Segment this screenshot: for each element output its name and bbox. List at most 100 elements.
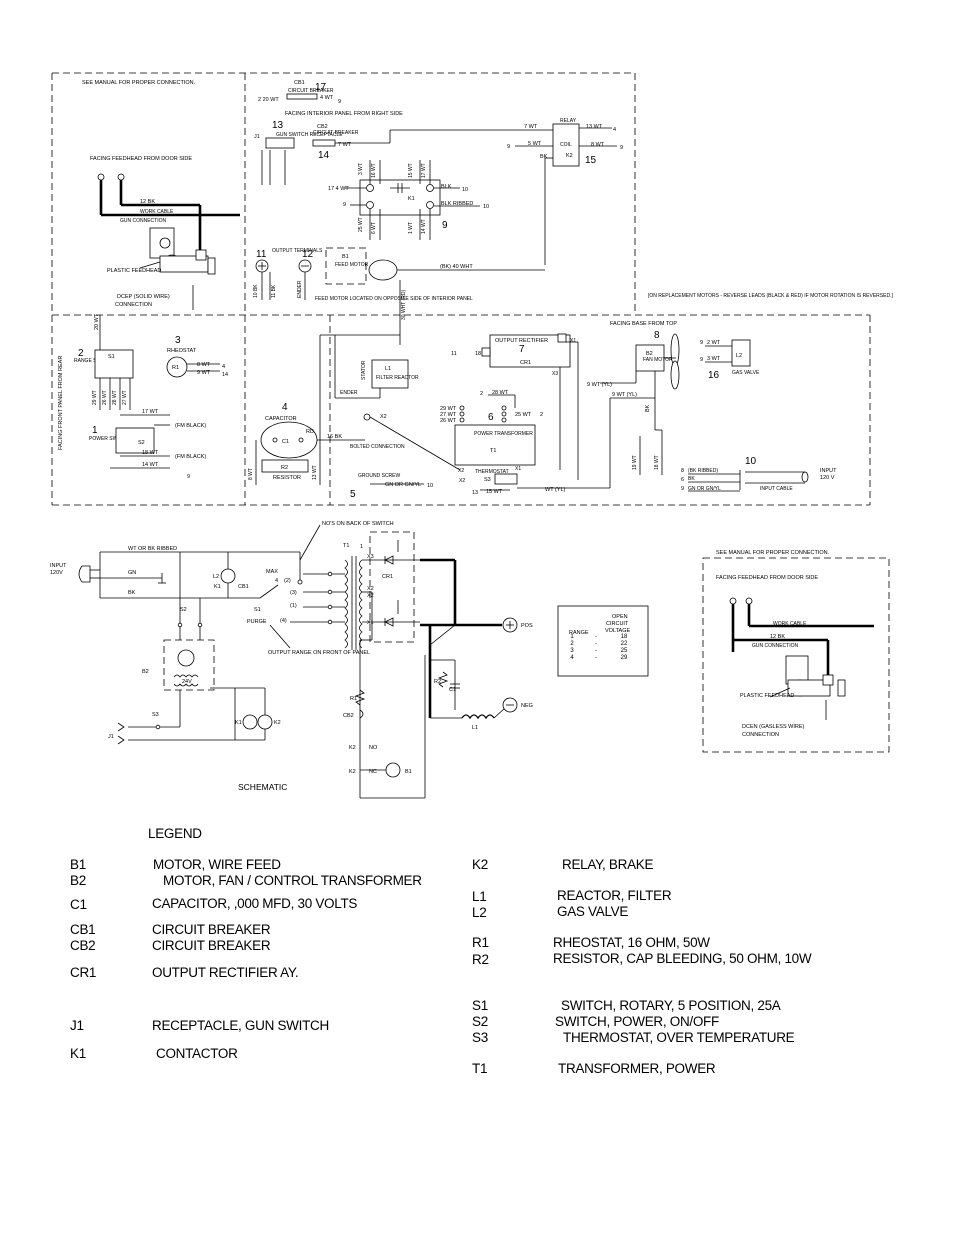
diagram-label: 14 WT	[421, 219, 427, 234]
diagram-label: 2 20 WT	[258, 97, 279, 103]
diagram-label: 3 WT	[358, 163, 364, 175]
legend-code: S3	[472, 1030, 488, 1045]
schematic: SCHEMATIC INPUT 120V WT OR BK RIBBED GN …	[50, 521, 533, 799]
diagram-label: 17 WT	[142, 409, 159, 415]
diagram-label: RANGE SWITCH	[74, 358, 113, 364]
legend-desc: SWITCH, ROTARY, 5 POSITION, 25A	[561, 998, 781, 1013]
dcep-plastic: PLASTIC FEEDHEAD	[107, 268, 161, 274]
legend-code: B2	[70, 873, 86, 888]
diagram-label: 3	[175, 335, 181, 346]
diagram-label: 29 WT	[92, 390, 98, 405]
diagram-label: 16 WT	[371, 163, 377, 178]
diagram-label: 19 WT	[632, 455, 638, 470]
diagram-label: R1	[172, 365, 179, 371]
diagram-label: 10	[427, 483, 433, 489]
diagram-label: 15	[585, 155, 597, 166]
legend-desc: CONTACTOR	[156, 1046, 238, 1061]
diagram-label: 10	[483, 204, 489, 210]
dcep-note: SEE MANUAL FOR PROPER CONNECTION.	[82, 80, 196, 86]
diagram-label: OUTPUT TERMINALS	[272, 248, 323, 254]
diagram-label: 28 WT	[112, 390, 118, 405]
diagram-label: 10	[462, 187, 468, 193]
diagram-label: 13 WT	[586, 124, 603, 130]
diagram-label: (FM BLACK)	[175, 454, 206, 460]
diagram-label: 10 BK	[253, 284, 259, 298]
diagram-label: 17	[315, 82, 327, 93]
diagram-label: CB1	[294, 80, 305, 86]
diagram-label: 13 WT	[312, 465, 318, 480]
diagram-label: 8 WT	[591, 142, 605, 148]
diagram-label: (2)	[284, 578, 291, 584]
diagram-label: 6	[488, 412, 494, 423]
legend-code: R1	[472, 935, 489, 950]
diagram-label: 9	[681, 486, 684, 492]
diagram-label: X3	[552, 371, 558, 377]
diagram-label: S1	[254, 607, 261, 613]
diagram-label: K2	[274, 720, 281, 726]
diagram-label: 15 WT	[408, 163, 414, 178]
diagram-label: 9 WT	[197, 370, 211, 376]
diagram-label: 14	[222, 372, 228, 378]
legend-desc: RELAY, BRAKE	[562, 857, 654, 872]
diagram-label: 13	[272, 120, 284, 131]
diagram-label: WT (YL)	[545, 487, 566, 493]
dcep-facing: FACING FEEDHEAD FROM DOOR SIDE	[90, 156, 192, 162]
diagram-label: (4)	[280, 618, 287, 624]
diagram-label: CAPACITOR	[265, 416, 297, 422]
diagram-label: BLK	[441, 184, 452, 190]
diagram-label: R1	[350, 696, 357, 702]
diagram-label: X1	[570, 338, 576, 344]
diagram-label: R2	[281, 465, 288, 471]
diagram-label: GUN CONNECTION	[752, 643, 799, 649]
relay-k2	[552, 123, 580, 167]
diagram-label: X1	[367, 620, 374, 626]
power-switch-s2	[115, 427, 155, 454]
diagram-label: J1	[254, 134, 260, 140]
diagram-label: PURGE	[247, 619, 267, 625]
diagram-label: 120 V	[820, 475, 835, 481]
diagram-label: 120V	[50, 570, 63, 576]
gas-valve-l2	[731, 339, 751, 367]
legend-desc: MOTOR, WIRE FEED	[153, 857, 281, 872]
legend-desc: CAPACITOR, ,000 MFD, 30 VOLTS	[152, 896, 358, 911]
diagram-label: POS	[521, 623, 533, 629]
diagram-label: 11	[451, 351, 457, 357]
diagram-label: B2	[646, 351, 653, 357]
diagram-label: BOLTED CONNECTION	[350, 444, 405, 450]
diagram-label: POWER TRANSFORMER	[474, 431, 533, 437]
diagram-label: 12 BK	[770, 634, 785, 640]
diagram-label: GAS VALVE	[732, 370, 760, 376]
diagram-label: OUTPUT RANGE ON FRONT OF PANEL	[268, 650, 370, 656]
legend-code: S1	[472, 998, 488, 1013]
diagram-label: 3 WT	[707, 356, 721, 362]
diagram-label: BK	[128, 590, 136, 596]
diagram-label: S1	[108, 354, 115, 360]
diagram-label: 18	[475, 351, 481, 357]
diagram-label: 15 WT	[486, 489, 503, 495]
diagram-label: 17 4 WT	[328, 186, 349, 192]
diagram-label: 4	[282, 402, 288, 413]
diagram-label: OPEN	[612, 614, 628, 620]
diagram-label: STATOR	[361, 360, 367, 380]
diagram-label: RANGE	[569, 630, 589, 636]
voltage-row: 1-18	[570, 634, 628, 640]
diagram-label: 2 WT	[707, 340, 721, 346]
diagram-label: 28 WT	[492, 390, 509, 396]
diagram-label: 4 WT	[320, 95, 334, 101]
legend-code: L1	[472, 889, 487, 904]
range-switch-s1	[94, 349, 134, 379]
diagram-label: 1	[360, 544, 363, 550]
legend-desc: RHEOSTAT, 16 OHM, 50W	[553, 935, 710, 950]
dcen-feedhead-panel: SEE MANUAL FOR PROPER CONNECTION. FACING…	[702, 550, 890, 753]
diagram-label: 18 WT	[654, 455, 660, 470]
diagram-label: THERMOSTAT	[475, 469, 509, 475]
diagram-label: (3)	[290, 590, 297, 596]
diagram-label: K1	[214, 584, 221, 590]
diagram-label: K2	[349, 769, 356, 775]
diagram-label: 25 WT	[515, 412, 532, 418]
voltage-row: 4-29	[570, 655, 628, 661]
diagram-label: 9	[507, 144, 510, 150]
diagram-label: BLK RIBBED	[441, 201, 473, 207]
diagram-label: [ON REPLACEMENT MOTORS - REVERSE LEADS (…	[648, 293, 893, 299]
